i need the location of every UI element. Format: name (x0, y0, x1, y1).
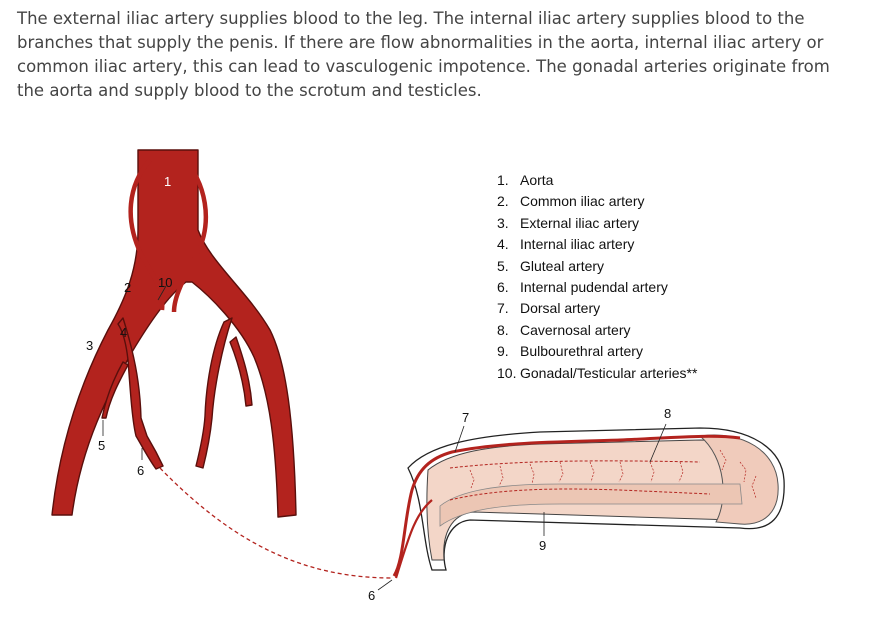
legend-label: Aorta (520, 172, 554, 188)
bulbourethral-branch (394, 499, 433, 579)
right-internal-iliac-branch (229, 336, 253, 407)
legend-item: 6. Internal pudendal artery (497, 277, 697, 298)
left-internal-iliac-artery (117, 317, 164, 470)
legend-label: Internal iliac artery (520, 236, 635, 253)
legend-label: Cavernosal artery (520, 321, 631, 338)
legend-item: 1. Aorta (497, 170, 697, 191)
gonadal-artery-left (128, 158, 165, 311)
label-9: 9 (539, 538, 546, 553)
legend-number: 1. (497, 172, 509, 188)
legend-number: 9. (497, 343, 509, 360)
legend-number: 5. (497, 257, 509, 274)
label-1: 1 (164, 174, 171, 189)
leader-line-10 (157, 285, 167, 301)
label-6b: 6 (368, 588, 375, 603)
leader-lines (102, 285, 667, 591)
legend-item: 10.Gonadal/Testicular arteries** (497, 363, 697, 384)
legend-item: 9. Bulbourethral artery (497, 341, 697, 362)
label-2: 2 (124, 280, 131, 295)
legend-number: 8. (497, 321, 509, 338)
label-6a: 6 (137, 463, 144, 478)
internal-pudendal-course (159, 467, 393, 579)
legend-label: Dorsal artery (520, 300, 601, 317)
cavernosal-artery-2 (449, 460, 701, 469)
legend-number: 6. (497, 279, 509, 296)
legend-label: Internal pudendal artery (520, 279, 668, 296)
legend-label: Gluteal artery (520, 257, 605, 274)
penis-illustration (392, 427, 785, 579)
legend-label: Bulbourethral artery (520, 343, 643, 360)
leader-line-6b (377, 579, 393, 591)
label-3: 3 (86, 338, 93, 353)
legend-item: 7. Dorsal artery (497, 298, 697, 319)
gluteal-artery (101, 361, 129, 419)
legend-number: 2. (497, 193, 509, 210)
legend-label: External iliac artery (520, 214, 640, 231)
legend-label: Gonadal/Testicular arteries** (520, 364, 698, 381)
label-4: 4 (120, 325, 127, 340)
arterial-tree (51, 149, 297, 518)
glans (698, 434, 779, 525)
legend-number: 10. (497, 364, 517, 381)
leader-line-7 (454, 425, 465, 453)
intro-paragraph: The external iliac artery supplies blood… (17, 9, 830, 100)
label-7: 7 (462, 410, 469, 425)
legend-item: 4. Internal iliac artery (497, 234, 697, 255)
legend-item: 8. Cavernosal artery (497, 320, 697, 341)
label-5: 5 (98, 438, 105, 453)
leader-line-8 (649, 423, 667, 463)
gonadal-artery-right (171, 155, 209, 313)
corpus-spongiosum (439, 483, 743, 527)
aorta-and-iliac-arteries (51, 149, 297, 518)
right-internal-iliac-artery (195, 317, 233, 469)
label-10: 10 (158, 275, 172, 290)
artery-legend: 1. Aorta 2. Common iliac artery 3. External… (497, 170, 697, 384)
legend-item: 2. Common iliac artery (497, 191, 697, 212)
dorsal-artery (392, 434, 741, 577)
cavernosal-artery (449, 488, 711, 501)
legend-number: 3. (497, 214, 509, 231)
legend-number: 4. (497, 236, 509, 253)
legend-item: 3. External iliac artery (497, 213, 697, 234)
label-8: 8 (664, 406, 671, 421)
legend-label: Common iliac artery (520, 193, 645, 210)
helicine-vessels (469, 449, 757, 499)
legend-number: 7. (497, 300, 509, 317)
legend-item: 5. Gluteal artery (497, 256, 697, 277)
